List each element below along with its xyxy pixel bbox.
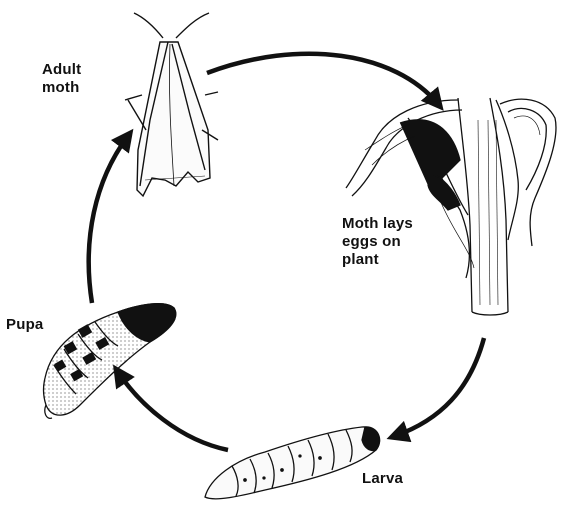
label-adult-moth-line-1: Adult [42,61,81,79]
plant-illustration [346,98,556,315]
arrow-pupa-to-moth [89,136,128,303]
pupa-illustration [44,304,176,419]
label-larva: Larva [362,470,403,488]
label-pupa: Pupa [6,316,43,334]
label-adult-moth-line-2: moth [42,79,81,97]
arrow-moth-to-plant [207,54,438,104]
adult-moth-illustration [125,13,218,196]
arrow-plant-to-larva [395,338,484,436]
label-adult-moth: Adult moth [42,61,81,97]
label-larva-line-1: Larva [362,470,403,488]
label-pupa-line-1: Pupa [6,316,43,334]
label-moth-lays-eggs-line-1: Moth lays [342,215,413,233]
label-moth-lays-eggs-line-2: eggs on [342,233,413,251]
label-moth-lays-eggs-line-3: plant [342,251,413,269]
arrow-larva-to-pupa [118,372,228,450]
label-moth-lays-eggs: Moth lays eggs on plant [342,215,413,269]
larva-illustration [205,427,380,499]
